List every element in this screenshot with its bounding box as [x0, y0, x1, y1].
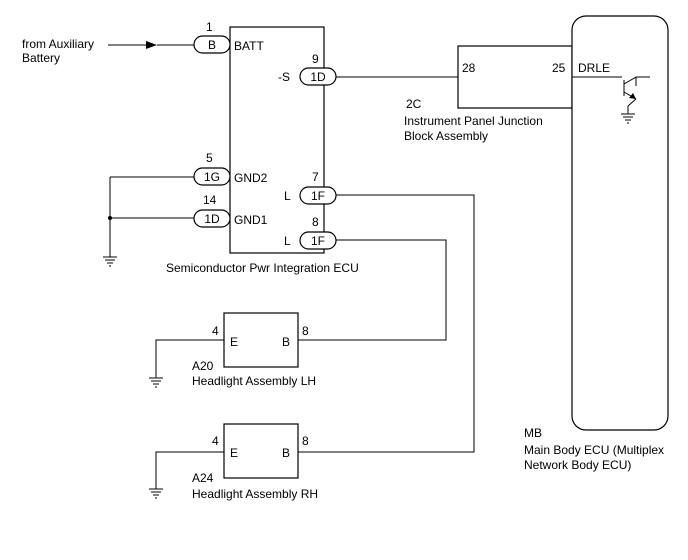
rh-ground-wire — [155, 451, 224, 489]
spi-ecu-name: Semiconductor Pwr Integration ECU — [166, 261, 359, 275]
lh-pin-b-number: 8 — [302, 324, 309, 338]
main-ecu-name-line1: Main Body ECU (Multiplex — [524, 443, 664, 457]
junction-block-box — [457, 45, 573, 109]
junction-pin-in: 28 — [462, 61, 476, 75]
spi-pin14-label: GND1 — [234, 213, 268, 227]
spi-pin8-conn-label: 1F — [311, 234, 325, 248]
main-ecu-pin-label: DRLE — [578, 61, 610, 75]
headlight-lh-name: Headlight Assembly LH — [192, 374, 316, 388]
spi-pin9-label: -S — [278, 70, 290, 84]
spi-pin1-conn-label: B — [208, 38, 216, 52]
rh-pin-e-label: E — [230, 446, 238, 460]
splice-point — [108, 216, 112, 220]
source-label-line2: Battery — [22, 51, 60, 65]
main-body-ecu-box — [571, 15, 669, 431]
lh-feed-wire — [298, 239, 447, 341]
junction-name-line1: Instrument Panel Junction — [404, 114, 543, 128]
transistor-icon — [623, 76, 650, 114]
spi-pin7-conn-label: 1F — [311, 189, 325, 203]
junction-name-line2: Block Assembly — [404, 129, 488, 143]
headlight-lh-box — [223, 312, 299, 368]
arrow-icon — [146, 41, 157, 49]
spi-pin1-number: 1 — [206, 20, 213, 34]
spi-pin9-conn-label: 1D — [310, 70, 326, 84]
junction-code: 2C — [406, 97, 422, 111]
lh-pin-b-label: B — [282, 335, 290, 349]
spi-pin8-label: L — [284, 234, 291, 248]
spi-pin5-conn-label: 1G — [204, 170, 220, 184]
lh-pin-e-label: E — [230, 335, 238, 349]
rh-ground-icon — [148, 488, 164, 499]
junction-pin-out: 25 — [552, 61, 566, 75]
spi-pin14-number: 14 — [203, 193, 217, 207]
spi-pin9-number: 9 — [312, 52, 319, 66]
headlight-rh-code: A24 — [192, 471, 214, 485]
rh-feed-wire — [298, 194, 475, 453]
spi-ecu-box — [229, 26, 325, 254]
main-ecu-code: MB — [524, 426, 542, 440]
spi-pin1-connector — [193, 35, 231, 54]
headlight-rh-name: Headlight Assembly RH — [192, 487, 318, 501]
main-ecu-name-line2: Network Body ECU) — [524, 458, 631, 472]
source-label-line1: from Auxiliary — [22, 37, 94, 51]
spi-pin14-conn-label: 1D — [204, 212, 220, 226]
lh-ground-icon — [148, 377, 164, 388]
spi-pin7-label: L — [284, 189, 291, 203]
headlight-lh-code: A20 — [192, 359, 214, 373]
rh-pin-b-label: B — [282, 446, 290, 460]
lh-ground-wire — [155, 339, 224, 378]
lh-pin-e-number: 4 — [212, 324, 219, 338]
spi-pin7-number: 7 — [312, 170, 319, 184]
rh-pin-e-number: 4 — [212, 434, 219, 448]
spi-pin5-label: GND2 — [234, 171, 268, 185]
headlight-rh-box — [223, 423, 299, 479]
spi-pin1-label: BATT — [234, 39, 264, 53]
rh-pin-b-number: 8 — [302, 434, 309, 448]
spi-pin5-number: 5 — [206, 151, 213, 165]
ground-icon — [102, 256, 118, 267]
spi-pin8-number: 8 — [312, 215, 319, 229]
